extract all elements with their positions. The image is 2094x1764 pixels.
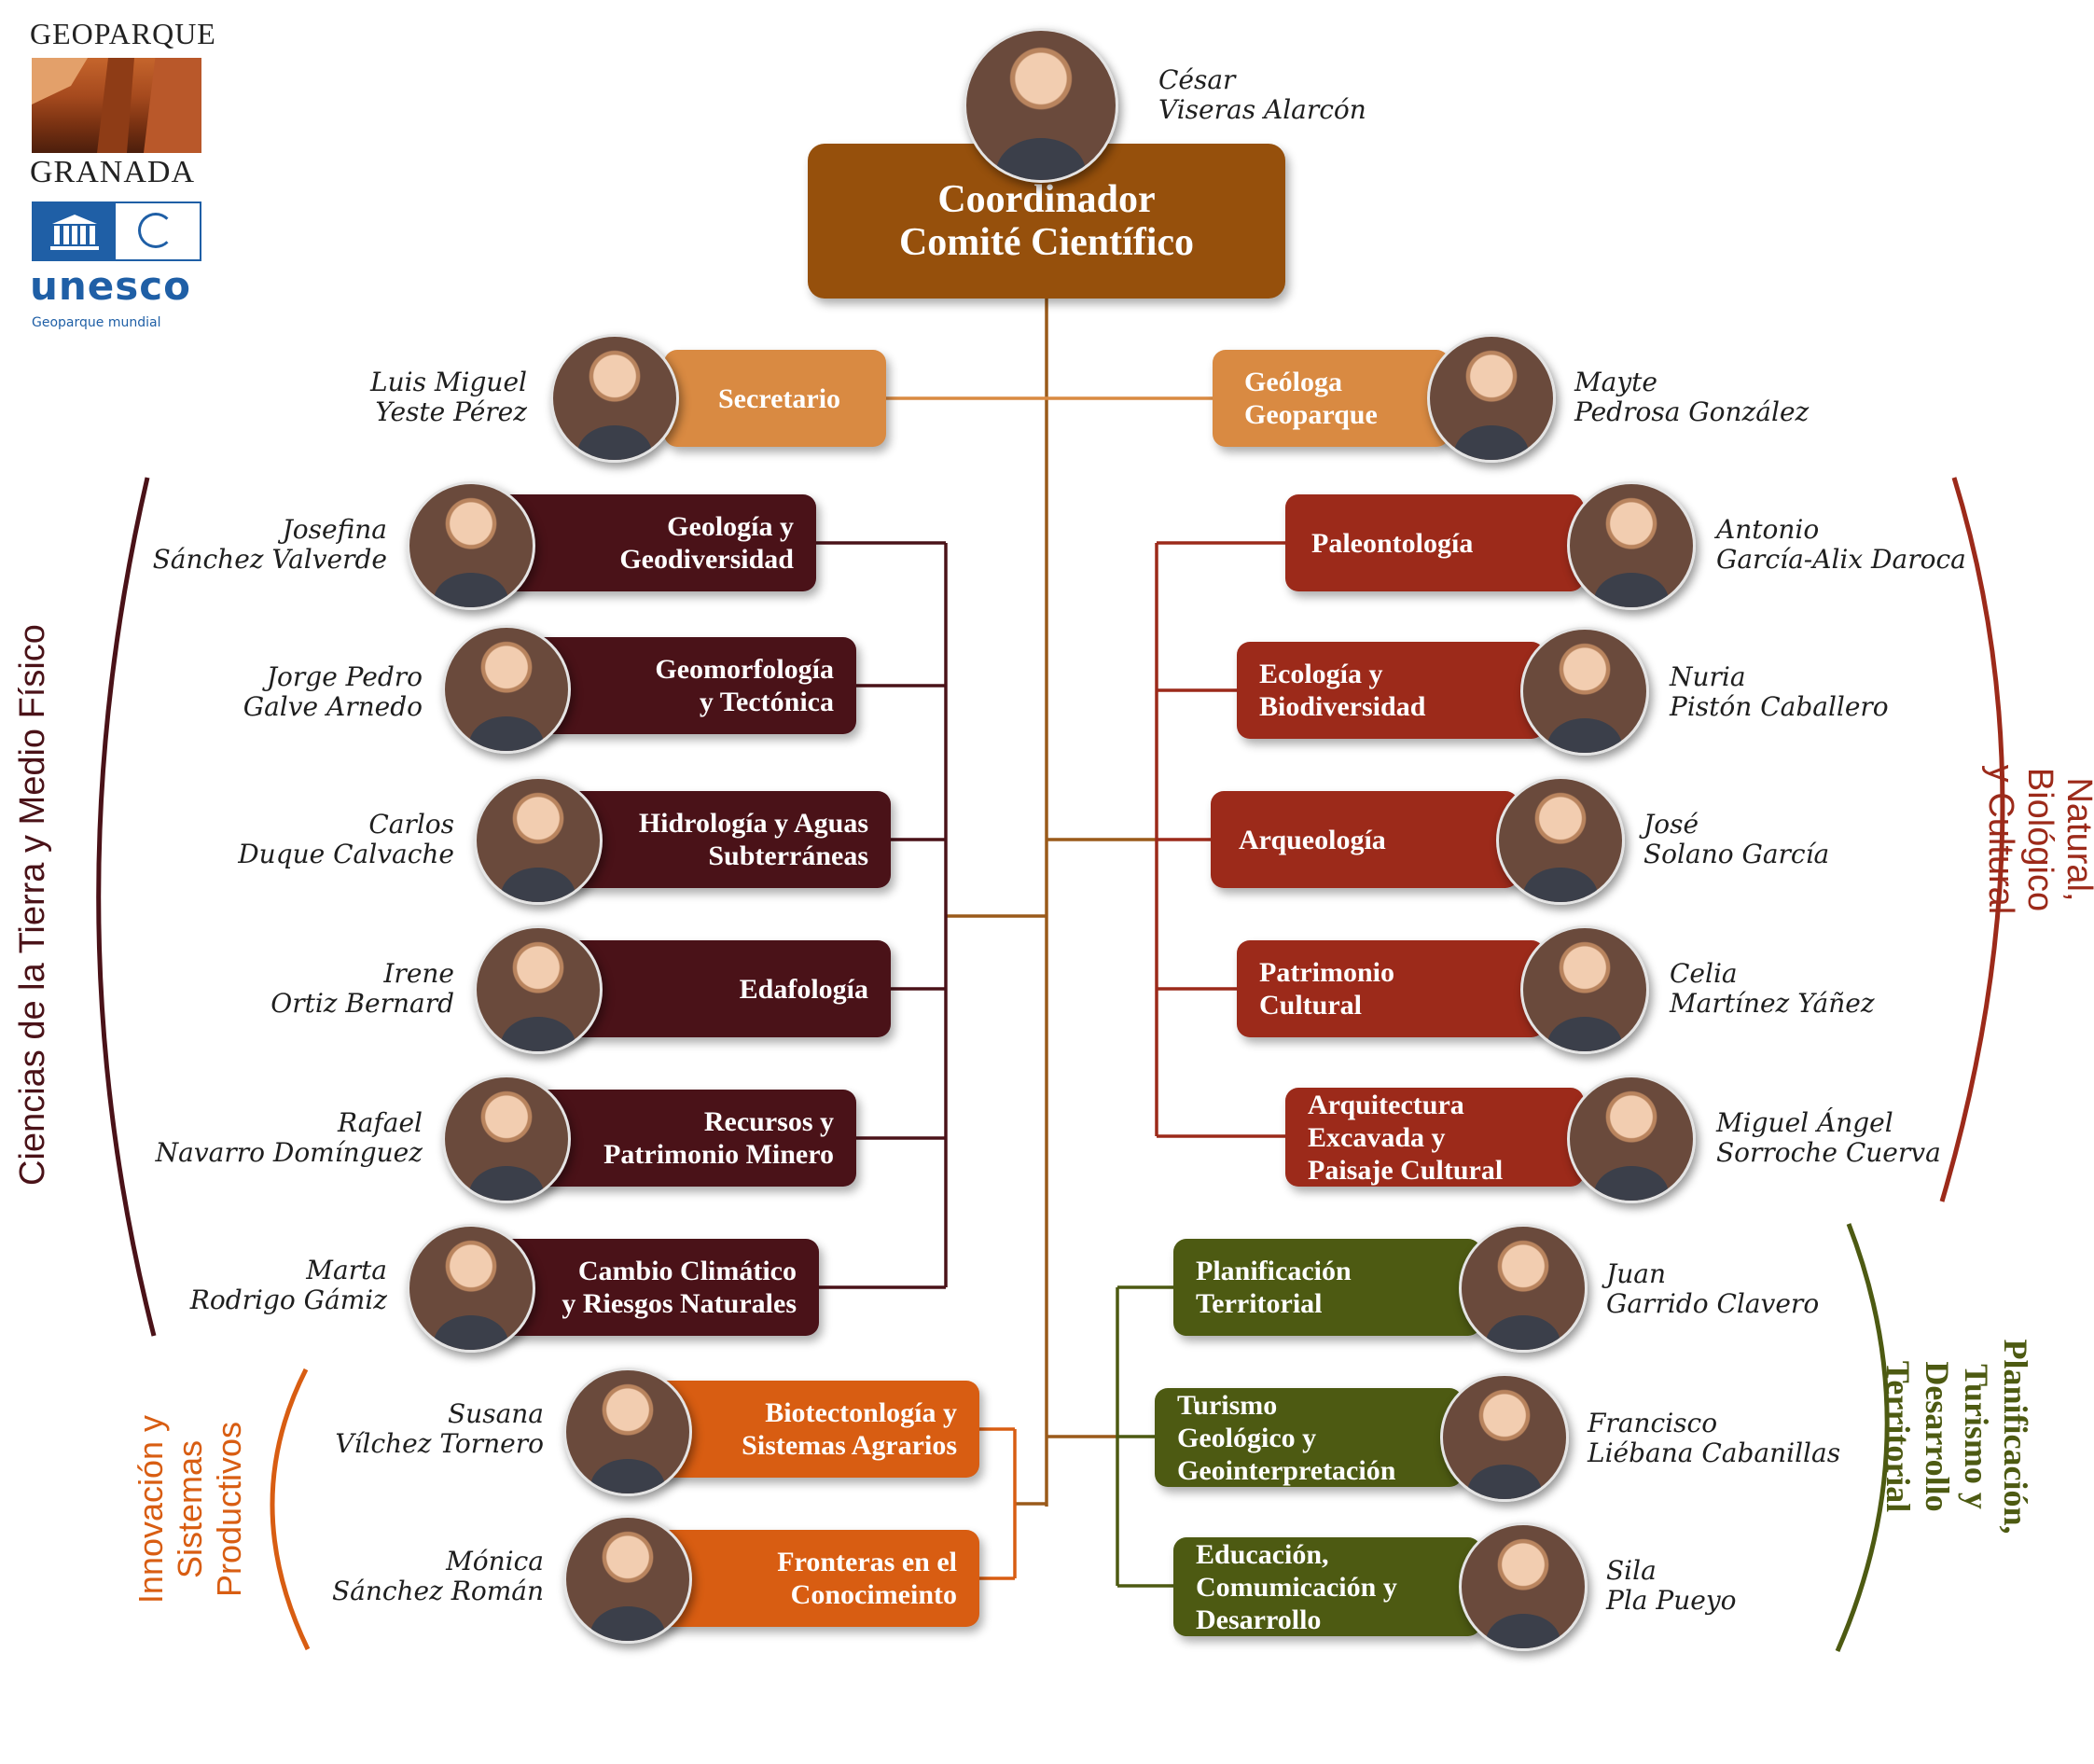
secretary-box[interactable]: Secretario <box>664 350 886 447</box>
person-name: Nuria Pistón Caballero <box>1670 661 1889 722</box>
geologist-person-name: Mayte Pedrosa González <box>1574 367 1810 427</box>
node-recursos[interactable]: Recursos y Patrimonio Minero <box>522 1090 856 1187</box>
node-cambio-climatico[interactable]: Cambio Climático y Riesgos Naturales <box>485 1239 819 1336</box>
person-name: José Solano García <box>1643 809 1830 869</box>
node-label: Planificación Territorial <box>1196 1256 1352 1319</box>
node-fronteras[interactable]: Fronteras en el Conocimeinto <box>644 1530 979 1627</box>
person-name: Susana Vílchez Tornero <box>335 1398 544 1459</box>
person-photo <box>474 925 603 1054</box>
logo-bottom-text: GRANADA <box>30 155 195 189</box>
person-photo <box>442 625 571 754</box>
person-photo <box>1440 1373 1569 1502</box>
group-label-planning: Planificación, Turismo y Desarrollo Terr… <box>1879 1339 2034 1535</box>
person-photo <box>474 776 603 905</box>
person-photo <box>407 1224 535 1353</box>
node-label: Turismo Geológico y Geointerpretación <box>1177 1389 1396 1486</box>
person-name: Francisco Liébana Cabanillas <box>1588 1408 1841 1468</box>
person-name: Jorge Pedro Galve Arnedo <box>243 661 423 722</box>
node-label: Arquitectura Excavada y Paisaje Cultural <box>1308 1089 1504 1186</box>
node-label: Geomorfología y Tectónica <box>655 654 834 717</box>
person-name: Irene Ortiz Bernard <box>270 958 454 1019</box>
node-label: Arqueología <box>1239 824 1386 855</box>
person-photo <box>1520 925 1649 1054</box>
unesco-subtitle: Geoparque mundial <box>32 315 161 330</box>
person-photo <box>1567 481 1696 610</box>
node-turismo[interactable]: Turismo Geológico y Geointerpretación <box>1155 1388 1463 1487</box>
node-label: Geología y Geodiversidad <box>619 511 794 575</box>
person-photo <box>1459 1224 1588 1353</box>
person-photo <box>407 481 535 610</box>
unesco-temple-icon <box>34 203 116 259</box>
person-name: Marta Rodrigo Gámiz <box>189 1255 387 1315</box>
geologist-box[interactable]: Geóloga Geoparque <box>1213 350 1449 447</box>
node-edafologia[interactable]: Edafología <box>555 940 891 1037</box>
person-name: Celia Martínez Yáñez <box>1670 958 1875 1019</box>
node-label: Paleontología <box>1311 527 1474 559</box>
person-photo <box>442 1075 571 1203</box>
secretary-person-name: Luis Miguel Yeste Pérez <box>370 367 527 427</box>
unesco-text: unesco <box>30 263 192 309</box>
person-name: Antonio García-Alix Daroca <box>1716 514 1966 575</box>
group-label-innovation: Innovación y Sistemas Productivos <box>132 1414 248 1604</box>
node-label: Hidrología y Aguas Subterráneas <box>638 808 868 871</box>
geologist-label: Geóloga Geoparque <box>1244 367 1378 430</box>
person-name: Miguel Ángel Sorroche Cuerva <box>1716 1107 1941 1168</box>
node-ecologia[interactable]: Ecología y Biodiversidad <box>1237 642 1545 739</box>
node-planificacion[interactable]: Planificación Territorial <box>1173 1239 1481 1336</box>
person-photo <box>1459 1522 1588 1651</box>
secretary-label: Secretario <box>718 382 841 414</box>
person-name: Juan Garrido Clavero <box>1606 1258 1820 1319</box>
person-photo <box>1520 627 1649 756</box>
node-label: Ecología y Biodiversidad <box>1259 659 1426 722</box>
node-label: Edafología <box>739 973 868 1005</box>
node-paleontologia[interactable]: Paleontología <box>1285 494 1584 591</box>
secretary-photo <box>550 334 679 463</box>
node-arqueologia[interactable]: Arqueología <box>1211 791 1518 888</box>
coordinator-person-name: César Viseras Alarcón <box>1158 64 1366 125</box>
person-name: Carlos Duque Calvache <box>238 809 454 869</box>
logo-top-text: GEOPARQUE <box>30 17 216 50</box>
node-label: Educación, Comumicación y Desarrollo <box>1196 1538 1397 1635</box>
person-name: Sila Pla Pueyo <box>1606 1555 1737 1616</box>
geologist-photo <box>1427 334 1556 463</box>
group-label-heritage: Patrimonio Natural, Biológico y Cultural <box>1981 764 2094 915</box>
earth-group-bracket <box>96 477 157 1337</box>
node-label: Cambio Climático y Riesgos Naturales <box>562 1256 797 1319</box>
group-label-earth-sciences: Ciencias de la Tierra y Medio Físico <box>13 624 52 1186</box>
node-arquitectura[interactable]: Arquitectura Excavada y Paisaje Cultural <box>1285 1088 1584 1187</box>
node-geomorfologia[interactable]: Geomorfología y Tectónica <box>522 637 856 734</box>
node-biotecnologia[interactable]: Biotectonlogía y Sistemas Agrarios <box>644 1381 979 1478</box>
coordinator-box[interactable]: Coordinador Comité Científico <box>808 144 1285 299</box>
node-educacion[interactable]: Educación, Comumicación y Desarrollo <box>1173 1537 1481 1636</box>
node-label: Recursos y Patrimonio Minero <box>603 1106 834 1170</box>
coordinator-label: Coordinador Comité Científico <box>898 178 1195 264</box>
logo-mountain-graphic <box>32 58 201 153</box>
person-photo <box>1567 1075 1696 1203</box>
node-patrimonio-cultural[interactable]: Patrimonio Cultural <box>1237 940 1545 1037</box>
person-name: Rafael Navarro Domínguez <box>155 1107 423 1168</box>
node-label: Fronteras en el Conocimeinto <box>777 1547 957 1610</box>
node-hidrologia[interactable]: Hidrología y Aguas Subterráneas <box>555 791 891 888</box>
coordinator-photo <box>964 28 1118 183</box>
node-geologia[interactable]: Geología y Geodiversidad <box>485 494 816 591</box>
innovation-group-bracket <box>270 1368 311 1651</box>
person-photo <box>1496 776 1625 905</box>
person-name: Josefina Sánchez Valverde <box>152 514 387 575</box>
person-name: Mónica Sánchez Román <box>331 1546 544 1606</box>
person-photo <box>563 1515 692 1644</box>
heritage-group-bracket <box>1939 477 2005 1202</box>
geopark-globe-icon <box>138 213 173 248</box>
node-label: Biotectonlogía y Sistemas Agrarios <box>742 1397 957 1461</box>
planning-group-bracket <box>1835 1223 1890 1652</box>
unesco-emblem <box>32 201 201 261</box>
node-label: Patrimonio Cultural <box>1259 957 1394 1021</box>
person-photo <box>563 1368 692 1496</box>
